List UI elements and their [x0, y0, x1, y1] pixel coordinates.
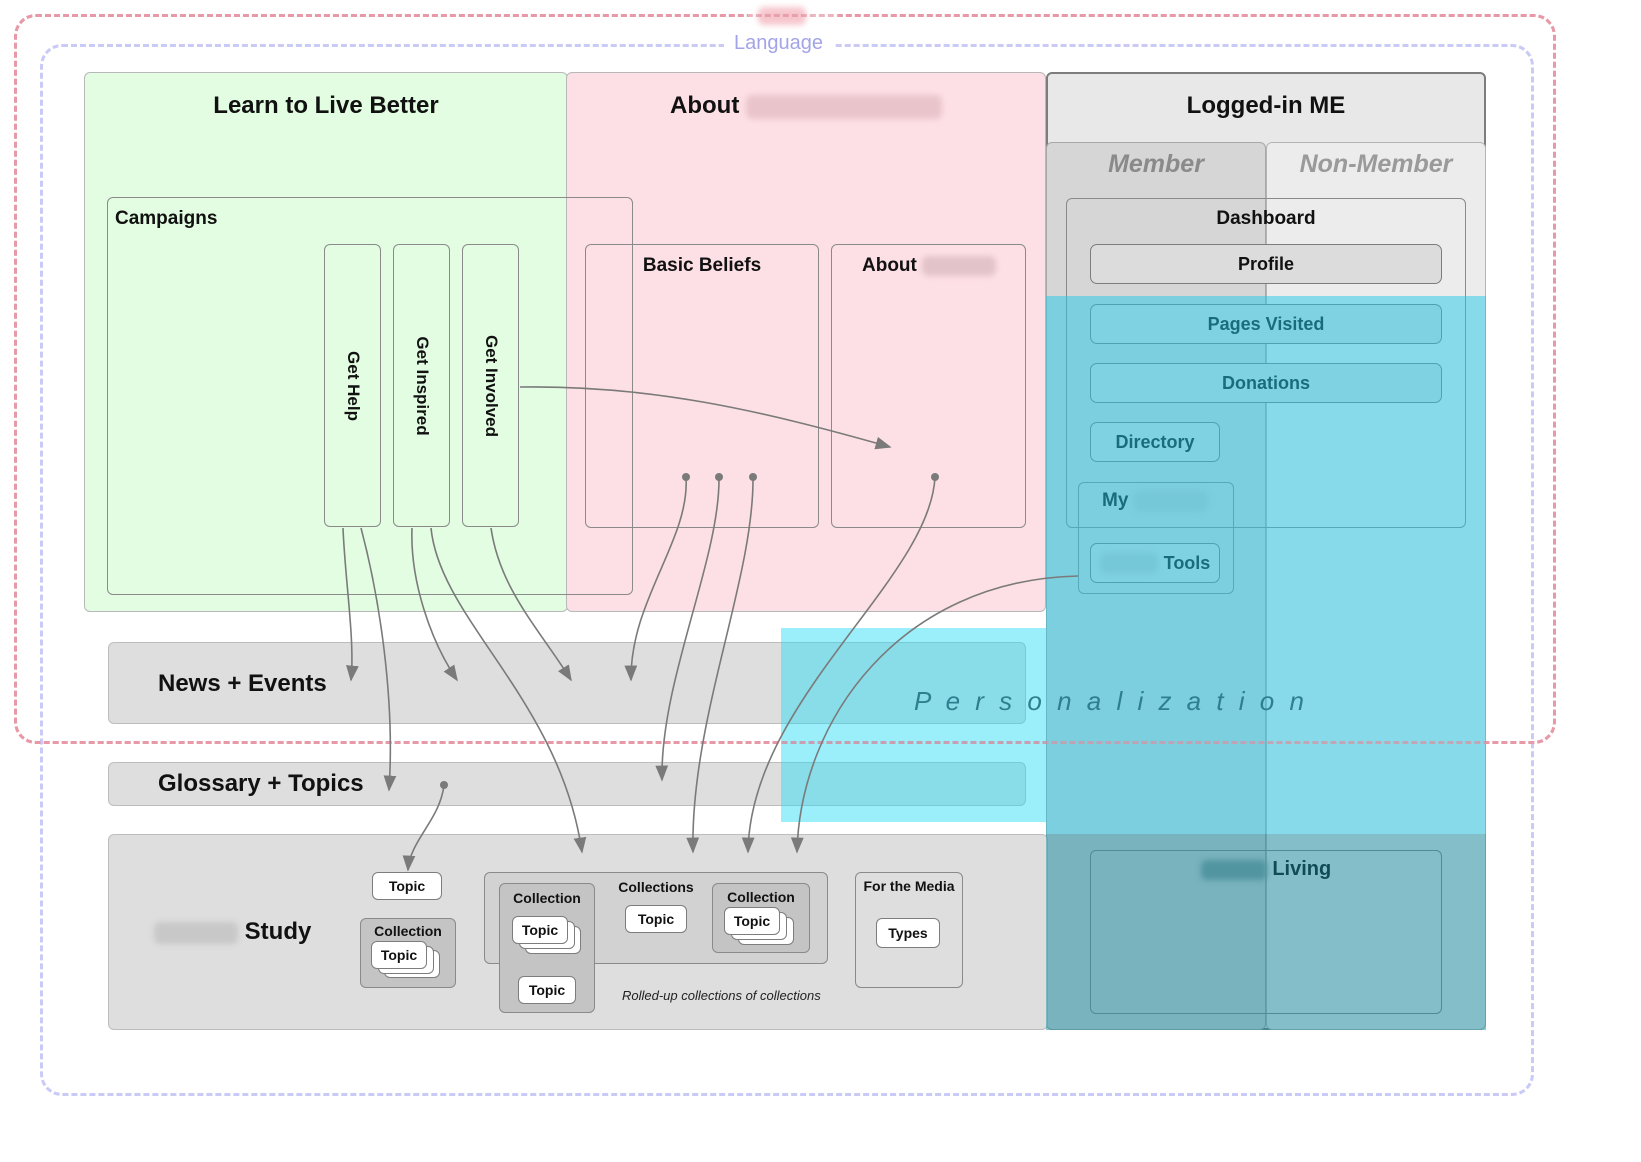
news-events-bar: [108, 642, 1026, 724]
language-label: Language: [724, 32, 833, 55]
study-text: Study: [244, 918, 312, 945]
glossary-topics-bar: [108, 762, 1026, 806]
collection-right-label: Collection: [727, 889, 795, 905]
about-sub-text: About: [862, 255, 917, 276]
arrow-inspired-to-collection: [430, 527, 587, 854]
non-member-label: Non-Member: [1299, 150, 1453, 178]
get-involved-column[interactable]: Get Involved: [462, 244, 519, 527]
dot-beliefs-2: [715, 473, 723, 481]
personalization-overlay-study: [1046, 834, 1486, 1030]
dot-glossary: [440, 781, 448, 789]
campaigns-label: Campaigns: [115, 208, 218, 229]
rolled-up-caption: Rolled-up collections of collections: [622, 988, 821, 1003]
study-topic-card[interactable]: Topic: [372, 872, 442, 900]
profile-button[interactable]: Profile: [1090, 244, 1442, 284]
personalization-label: P e r s o n a l i z a t i o n: [914, 686, 1308, 716]
arrow-tools-to-study: [790, 575, 1079, 854]
about-title: About: [566, 92, 1046, 120]
member-label: Member: [1108, 150, 1204, 178]
collection-right-topic[interactable]: Topic: [724, 907, 780, 935]
living-redacted: [1200, 859, 1267, 880]
about-title-text: About: [670, 92, 740, 119]
personalization-overlay-members: [1046, 296, 1486, 834]
collections-label: Collections: [618, 879, 694, 895]
arrow-beliefs-to-glossary: [655, 476, 720, 782]
about-sub-box: [831, 244, 1026, 528]
study-collection-topic[interactable]: Topic: [371, 941, 427, 969]
arrow-help-to-news: [342, 527, 359, 682]
arrow-involved-to-news: [490, 527, 572, 682]
collection-left-bottom-topic[interactable]: Topic: [518, 976, 576, 1004]
arrow-beliefs-to-news: [624, 476, 687, 682]
personalization-overlay-left: [781, 628, 1046, 822]
about-sub-label: About: [862, 255, 997, 277]
for-the-media-label: For the Media: [863, 878, 955, 894]
arrow-about-to-collection: [741, 476, 936, 854]
dot-beliefs-3: [749, 473, 757, 481]
study-redacted: [154, 921, 238, 944]
about-region: [566, 72, 1046, 612]
glossary-topics-label: Glossary + Topics: [158, 770, 364, 797]
dot-beliefs-1: [682, 473, 690, 481]
living-text: Living: [1272, 858, 1332, 880]
about-title-redacted: [745, 94, 942, 119]
dot-about: [931, 473, 939, 481]
dashboard-label: Dashboard: [1216, 208, 1316, 229]
arrow-inspired-to-news: [411, 527, 458, 682]
basic-beliefs-box: [585, 244, 819, 528]
living-label: Living: [1090, 858, 1442, 881]
learn-title: Learn to Live Better: [213, 92, 439, 119]
arrow-involved-to-about: [519, 386, 892, 450]
arrow-glossary-to-topic: [402, 784, 445, 872]
about-sub-redacted: [922, 255, 997, 276]
get-inspired-column[interactable]: Get Inspired: [393, 244, 450, 527]
living-box: [1090, 850, 1442, 1014]
outer-dash-overlay: [14, 14, 1556, 744]
arrow-beliefs-to-collections: [686, 476, 754, 854]
study-collection-label: Collection: [374, 923, 442, 939]
types-card[interactable]: Types: [876, 918, 940, 948]
for-the-media-box: [855, 872, 963, 988]
campaigns-box: [107, 197, 633, 595]
logged-in-title: Logged-in ME: [1186, 92, 1346, 119]
get-help-column[interactable]: Get Help: [324, 244, 381, 527]
arrow-help-to-glossary: [360, 527, 397, 792]
collections-center-topic[interactable]: Topic: [625, 905, 687, 933]
news-events-label: News + Events: [158, 670, 327, 697]
basic-beliefs-label: Basic Beliefs: [642, 255, 762, 276]
study-label: Study: [154, 918, 311, 946]
collection-left-label: Collection: [513, 890, 581, 906]
collection-left-topic[interactable]: Topic: [512, 916, 568, 944]
